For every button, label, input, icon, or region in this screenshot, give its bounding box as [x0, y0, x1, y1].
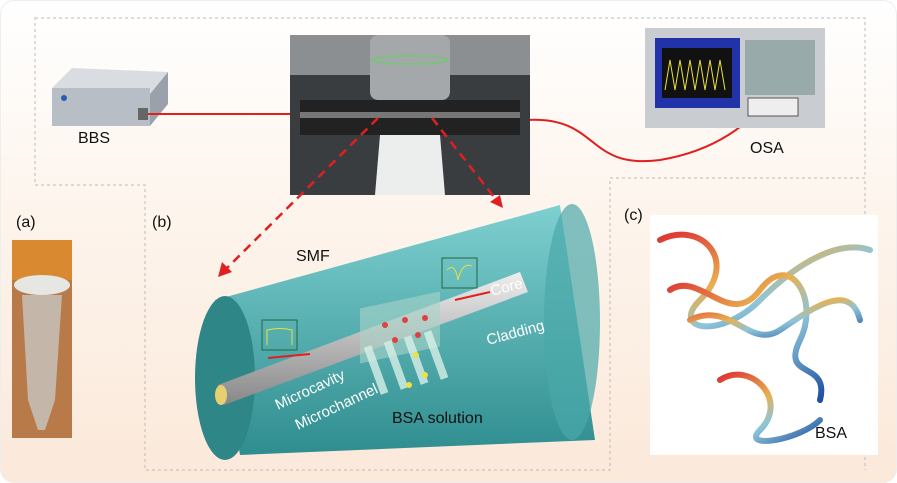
microscope-photo [290, 35, 530, 195]
panel-c-frame [610, 177, 866, 470]
label-osa: OSA [750, 140, 784, 157]
osa-device [645, 28, 825, 128]
panel-label-b: (b) [152, 214, 172, 231]
fiber-cylinder: Core Cladding Microcavity Microchannel [195, 204, 600, 460]
setup-frame [34, 17, 866, 471]
label-bsa: BSA [815, 425, 848, 442]
label-bbs: BBS [78, 130, 111, 147]
bbs-device [52, 68, 168, 126]
zoom-arrows [224, 117, 499, 271]
bsa-protein-structure [657, 231, 873, 444]
label-bsa-solution: BSA solution [392, 410, 483, 427]
panel-label-a: (a) [16, 214, 36, 231]
label-smf: SMF [296, 248, 330, 265]
panel-label-c: (c) [624, 207, 643, 224]
arrowhead-right [490, 195, 503, 208]
tube-photo [12, 240, 72, 438]
arrowhead-left [218, 262, 232, 277]
